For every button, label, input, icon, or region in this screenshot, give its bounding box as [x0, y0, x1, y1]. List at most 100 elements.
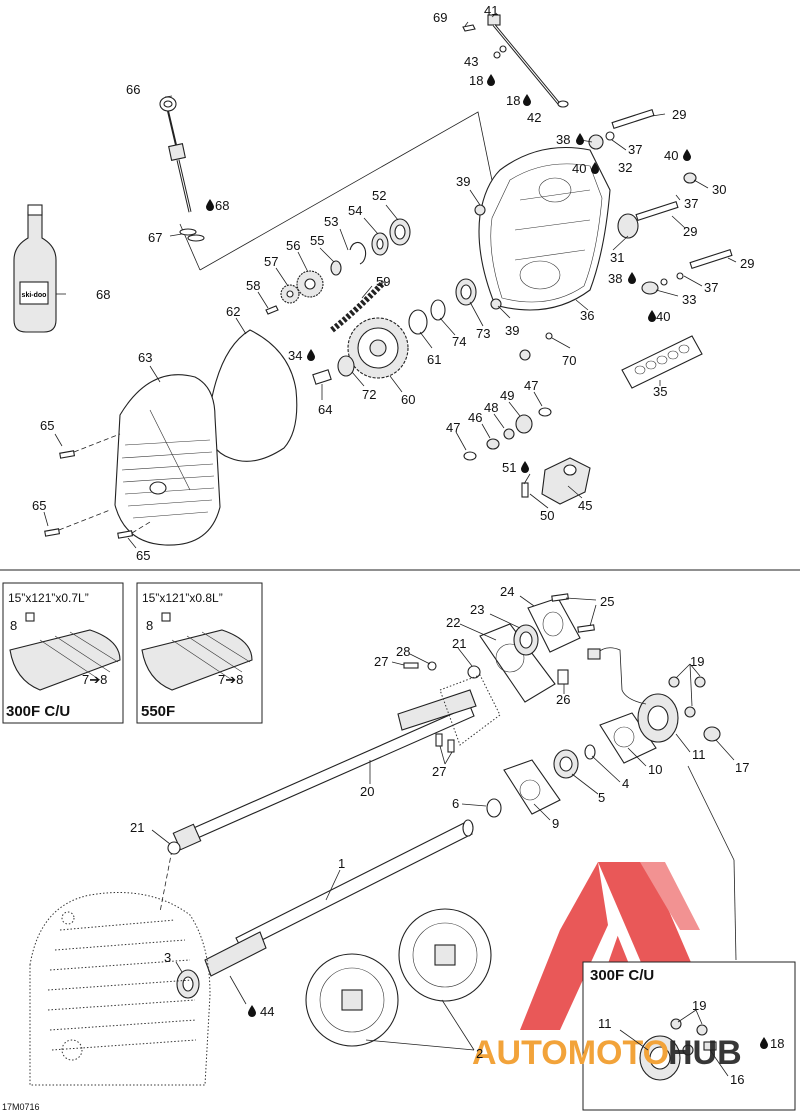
drop-icon [648, 310, 656, 322]
callout: 58 [246, 278, 260, 293]
oil-bottle [13, 204, 57, 333]
callout: 56 [286, 238, 300, 253]
bolt [611, 108, 655, 130]
callout: 2 [476, 1046, 483, 1061]
callout: 57 [264, 254, 278, 269]
drop-icon [487, 74, 495, 86]
callout: 68 [96, 287, 110, 302]
leader-lines [43, 12, 737, 1077]
callout: 18 [469, 73, 483, 88]
callout: 70 [562, 353, 576, 368]
callout: 27 [374, 654, 388, 669]
callout: 8 [146, 618, 153, 633]
chaincase-assembly [13, 14, 733, 546]
callout: 39 [505, 323, 519, 338]
callout: 1 [338, 856, 345, 871]
callout: 65 [136, 548, 150, 563]
callout: 18 [770, 1036, 784, 1051]
inset-title: 15”x121”x0.8L” [142, 591, 223, 605]
callout: 17 [735, 760, 749, 775]
bolt [635, 200, 679, 222]
drop-icon [523, 94, 531, 106]
callout-labels: 69 41 43 18 18 42 29 38 37 40 40 32 30 3… [32, 3, 784, 1087]
callout: 45 [578, 498, 592, 513]
callout: 10 [648, 762, 662, 777]
callout: 67 [148, 230, 162, 245]
drive-sprocket [305, 953, 399, 1047]
callout: 40 [572, 161, 586, 176]
callout: 53 [324, 214, 338, 229]
callout: 19 [692, 998, 706, 1013]
callout: 36 [580, 308, 594, 323]
callout: 40 [656, 309, 670, 324]
drop-icon [307, 349, 315, 361]
callout: 72 [362, 387, 376, 402]
callout: 6 [452, 796, 459, 811]
callout: 64 [318, 402, 332, 417]
small-sprocket [296, 270, 324, 298]
callout: 29 [672, 107, 686, 122]
callout: 7➔8 [218, 672, 243, 687]
diagram-code: 17M0716 [2, 1102, 40, 1112]
callout: 61 [427, 352, 441, 367]
callout: 27 [432, 764, 446, 779]
chaincase-ghost [29, 892, 211, 1086]
drop-icon [248, 1005, 256, 1017]
callout: 24 [500, 584, 514, 599]
callout: 28 [396, 644, 410, 659]
upper-shaft [172, 689, 477, 851]
callout: 44 [260, 1004, 274, 1019]
drop-icon [206, 199, 214, 211]
callout: 68 [215, 198, 229, 213]
callout: 29 [740, 256, 754, 271]
model-label: 550F [141, 703, 175, 720]
model-label: 300F C/U [590, 967, 654, 984]
callout: 21 [452, 636, 466, 651]
callout: 5 [598, 790, 605, 805]
callout: 18 [506, 93, 520, 108]
callout: 40 [664, 148, 678, 163]
drive-axle-assembly [29, 593, 737, 1086]
chaincase-cover [114, 374, 221, 546]
callout: 47 [524, 378, 538, 393]
watermark-text: AUTOMOTO [472, 1034, 669, 1072]
adjuster-rod [487, 14, 562, 106]
callout: 26 [556, 692, 570, 707]
chaincase-housing [478, 147, 611, 311]
bolt [689, 248, 733, 270]
drop-icon [760, 1037, 768, 1049]
track-inset-550f: 15”x121”x0.8L” 8 7➔8 550F [136, 582, 263, 724]
callout: 51 [502, 460, 516, 475]
bearing-detail-inset: 300F C/U [582, 961, 796, 1111]
drop-icon [683, 149, 691, 161]
callout: 37 [704, 280, 718, 295]
lubricant-drop-icons [206, 74, 768, 1049]
callout: 22 [446, 615, 460, 630]
callout: 20 [360, 784, 374, 799]
callout: 9 [552, 816, 559, 831]
callout: 63 [138, 350, 152, 365]
callout: 38 [556, 132, 570, 147]
model-label: 300F C/U [6, 703, 70, 720]
track-inset-300f: 15”x121”x0.7L” 8 7➔8 300F C/U [2, 582, 124, 724]
callout: 32 [618, 160, 632, 175]
callout: 37 [628, 142, 642, 157]
callout: 16 [730, 1072, 744, 1087]
callout: 8 [10, 618, 17, 633]
gear [280, 284, 300, 304]
inset-title: 15”x121”x0.7L” [8, 591, 89, 605]
callout: 21 [130, 820, 144, 835]
callout: 59 [376, 274, 390, 289]
drive-chain [330, 279, 387, 333]
callout: 48 [484, 400, 498, 415]
callout: 7➔8 [82, 672, 107, 687]
callout: 25 [600, 594, 614, 609]
callout: 31 [610, 250, 624, 265]
drop-icon [628, 272, 636, 284]
drop-icon [591, 162, 599, 174]
bottle-logo-text: ski-doo [22, 292, 47, 299]
callout: 33 [682, 292, 696, 307]
callout: 3 [164, 950, 171, 965]
callout: 62 [226, 304, 240, 319]
